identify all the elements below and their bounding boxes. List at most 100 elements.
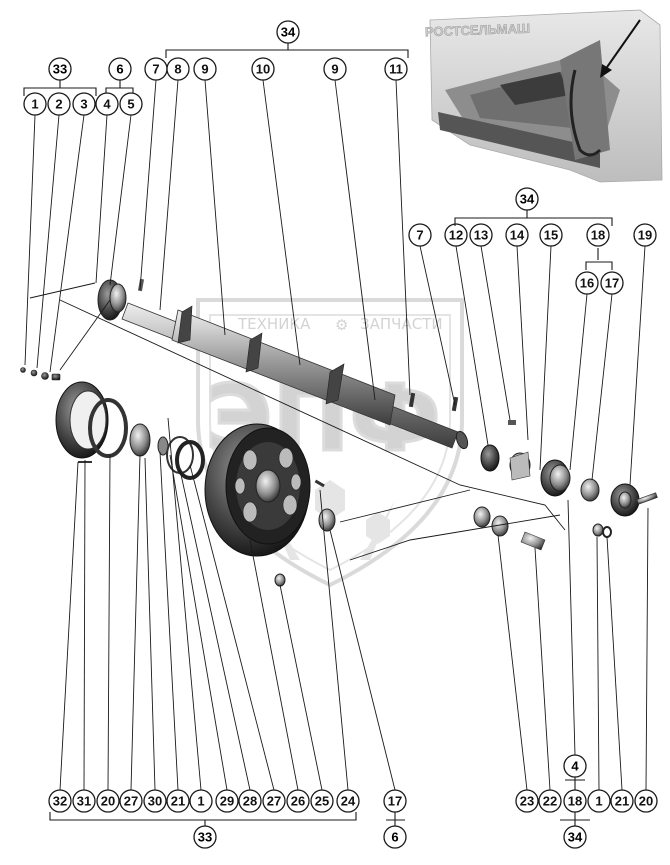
callout-c2-label: 2	[55, 97, 62, 112]
left-hub	[97, 279, 127, 321]
callout-c9b: 9	[323, 57, 347, 81]
callout-r13-label: 13	[474, 228, 488, 243]
leader-line-b26	[249, 539, 299, 791]
leader-line-c1	[24, 114, 36, 366]
callout-b20r-label: 20	[639, 794, 653, 809]
leader-line-b31	[83, 459, 86, 791]
callout-c2: 2	[47, 92, 71, 116]
callout-b17: 17	[383, 789, 407, 813]
leader-line-b27b	[189, 464, 275, 791]
leader-line-r13	[480, 245, 511, 421]
drive-pulley	[204, 423, 311, 587]
inset-pointer-arrow	[604, 19, 641, 71]
callout-r19: 19	[633, 223, 657, 247]
leader-line-b28	[179, 469, 251, 791]
leader-line-r14	[516, 245, 529, 441]
leader-line-b24	[319, 489, 349, 791]
leader-line-c9a	[204, 79, 226, 336]
callout-b20: 20	[96, 789, 120, 813]
leader-line-r12	[455, 245, 489, 446]
callout-top-group: 34	[165, 20, 409, 58]
callout-c11: 11	[384, 57, 408, 81]
callout-b26-label: 26	[291, 794, 305, 809]
callout-c10-label: 10	[256, 62, 270, 77]
leader-line-b20r	[645, 507, 649, 791]
callout-b24: 24	[336, 789, 360, 813]
callout-right-group: 34	[454, 187, 613, 270]
watermark-right-text: ЗАПЧАСТИ	[360, 315, 443, 333]
callout-r16-label: 16	[580, 276, 594, 291]
shaft	[121, 278, 469, 450]
callout-c8: 8	[166, 57, 190, 81]
inset-brand-text: РОСТСЕЛЬМАШ	[425, 21, 531, 40]
callout-c7-label: 7	[152, 62, 159, 77]
leader-line-b30	[144, 457, 156, 791]
callout-c3: 3	[72, 92, 96, 116]
callout-b29-label: 29	[220, 794, 234, 809]
combine-inset-photo: РОСТСЕЛЬМАШ	[424, 9, 663, 183]
callout-c1-label: 1	[31, 97, 38, 112]
callout-bottom-34-label: 34	[568, 830, 583, 845]
callout-c7: 7	[144, 57, 168, 81]
callout-c4-label: 4	[103, 97, 111, 112]
callout-r7-label: 7	[416, 228, 423, 243]
callout-r13: 13	[469, 223, 493, 247]
leader-line-b23	[497, 534, 528, 791]
callout-b20r: 20	[634, 789, 658, 813]
leader-line-r15	[539, 245, 552, 471]
leader-line-b21	[159, 451, 179, 791]
callout-c11-label: 11	[389, 62, 403, 77]
leader-line-b27a	[130, 454, 141, 791]
callout-left-group: 33 6	[23, 57, 134, 96]
key-left	[137, 278, 145, 292]
leader-line-extra-0	[567, 499, 576, 756]
callout-b1-label: 1	[197, 794, 204, 809]
leader-line-b1	[167, 417, 202, 791]
leader-line-r17	[591, 293, 613, 481]
callout-b27a: 27	[119, 789, 143, 813]
callout-c1: 1	[23, 92, 47, 116]
leader-line-c10	[262, 79, 301, 366]
leader-line-c5	[109, 114, 132, 286]
callout-b17-label: 17	[388, 794, 402, 809]
small-fasteners	[20, 367, 61, 381]
callout-b31-label: 31	[77, 794, 91, 809]
callout-r19-label: 19	[638, 228, 652, 243]
callout-right-group-label: 34	[520, 192, 535, 207]
leader-line-r7	[419, 245, 456, 406]
callout-b22: 22	[538, 789, 562, 813]
callout-c5: 5	[119, 92, 143, 116]
callout-r16: 16	[575, 271, 599, 295]
leader-line-c9b	[334, 79, 376, 401]
callout-b21: 21	[166, 789, 190, 813]
leader-line-b25	[279, 584, 323, 791]
leader-line-b20	[107, 454, 111, 791]
callout-b27a-label: 27	[124, 794, 138, 809]
callout-b18: 18	[563, 789, 587, 813]
callout-group6-label: 6	[116, 62, 123, 77]
leader-line-c2	[36, 114, 60, 369]
callout-r15-label: 15	[544, 228, 558, 243]
callout-b18-label: 18	[568, 794, 582, 809]
leader-line-c11	[395, 79, 411, 396]
leader-line-r16	[569, 293, 588, 471]
callout-r12-label: 12	[449, 228, 463, 243]
callout-c9a-label: 9	[201, 62, 208, 77]
callout-bottom-brackets: 33 6 4 34	[49, 754, 590, 849]
callout-b30-label: 30	[148, 794, 162, 809]
callout-r14: 14	[505, 223, 529, 247]
callout-b24-label: 24	[341, 794, 356, 809]
callout-bottom-6-label: 6	[391, 830, 398, 845]
right-assembly	[473, 420, 658, 551]
callout-bottom-33-label: 33	[198, 830, 212, 845]
callout-b29: 29	[215, 789, 239, 813]
callout-c9a: 9	[193, 57, 217, 81]
callout-b27b-label: 27	[267, 794, 281, 809]
callout-r7: 7	[408, 223, 432, 247]
callout-b1r: 1	[587, 789, 611, 813]
leader-line-b17	[329, 529, 396, 791]
callout-b27b: 27	[262, 789, 286, 813]
leader-line-b29	[169, 454, 228, 791]
assembly-lines	[29, 282, 566, 561]
